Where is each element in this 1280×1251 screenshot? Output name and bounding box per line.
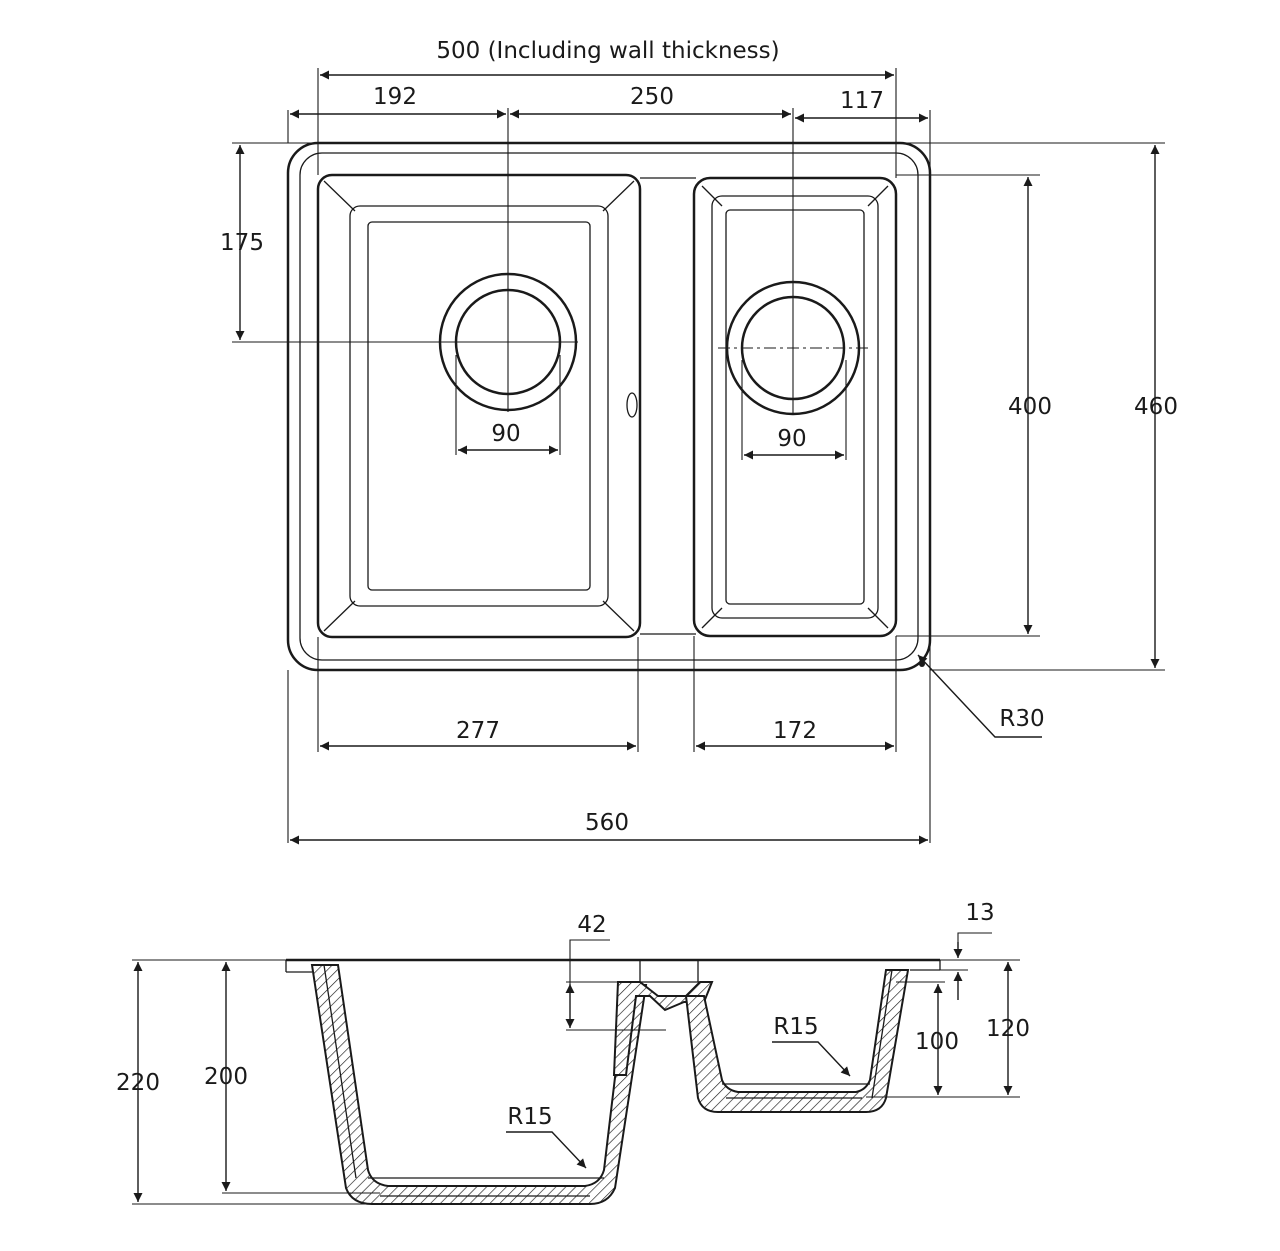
right-r15-leader: [772, 1041, 851, 1077]
sink-inner-rim: [299, 152, 919, 661]
label-right-r15: R15: [773, 1014, 818, 1040]
label-277: 277: [456, 718, 500, 744]
label-left-r15: R15: [507, 1104, 552, 1130]
center-divider: [626, 177, 696, 635]
label-120: 120: [986, 1016, 1030, 1042]
label-r30: R30: [999, 706, 1044, 732]
label-13: 13: [965, 900, 994, 926]
label-400: 400: [1008, 394, 1052, 420]
plan-view: 500 (Including wall thickness) 192 250 1…: [220, 38, 1178, 845]
right-bowl: [692, 176, 898, 638]
left-bowl: [316, 173, 642, 639]
label-117: 117: [840, 88, 884, 114]
label-42: 42: [577, 912, 606, 938]
label-500: 500 (Including wall thickness): [436, 38, 779, 64]
label-right-90: 90: [777, 426, 806, 452]
label-192: 192: [373, 84, 417, 110]
label-100: 100: [915, 1029, 959, 1055]
left-r15-leader: [506, 1131, 587, 1169]
label-560: 560: [585, 810, 629, 836]
label-250: 250: [630, 84, 674, 110]
right-bowl-section: [684, 969, 910, 1113]
label-460: 460: [1134, 394, 1178, 420]
section-view: 220 200 42 13 R15 R15 100 120: [116, 900, 1030, 1205]
label-172: 172: [773, 718, 817, 744]
r30-leader: [917, 654, 1042, 738]
label-left-90: 90: [491, 421, 520, 447]
label-200: 200: [204, 1064, 248, 1090]
left-bowl-section: [310, 964, 648, 1205]
overflow-slot: [626, 392, 638, 418]
label-220: 220: [116, 1070, 160, 1096]
label-175: 175: [220, 230, 264, 256]
